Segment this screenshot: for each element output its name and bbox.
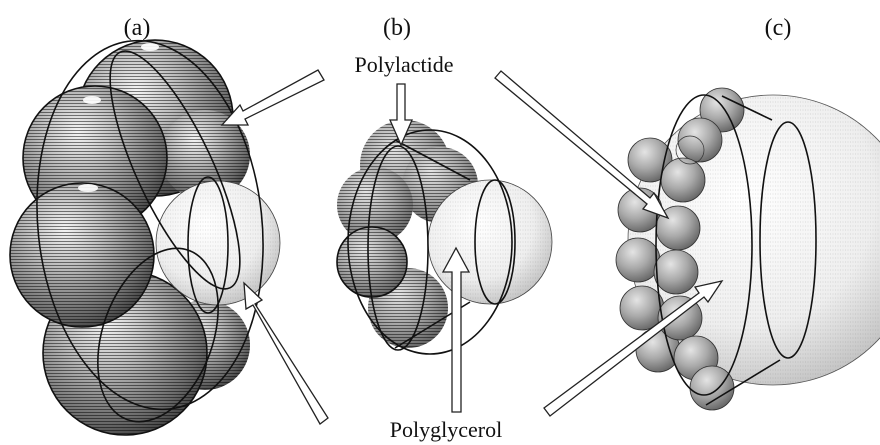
panel-b-sphere-cluster: [337, 120, 552, 354]
arrow-polyglycerol-to-b: [443, 248, 469, 412]
polyglycerol-label: Polyglycerol: [390, 417, 502, 442]
panel-c-sphere-cluster: [616, 88, 880, 410]
panel-label-c: (c): [765, 15, 792, 41]
polylactide-sphere: [10, 183, 154, 327]
polylactide-label: Polylactide: [355, 52, 454, 77]
polyglycerol-sphere: [156, 181, 280, 305]
panel-a-sphere-cluster: [10, 29, 281, 438]
panel-label-b: (b): [383, 15, 411, 41]
arrow-polylactide-to-a: [222, 70, 324, 125]
polyglycerol-sphere: [428, 180, 552, 304]
panel-label-a: (a): [124, 15, 151, 41]
